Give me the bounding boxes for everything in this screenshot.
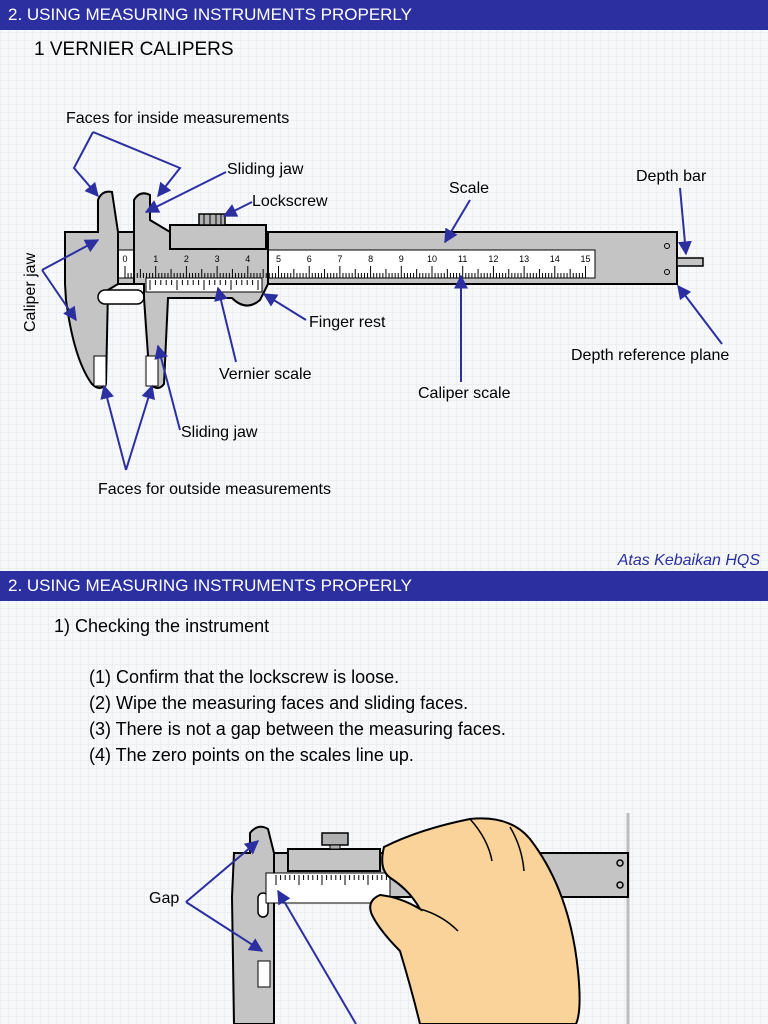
label-vernier-scale: Vernier scale xyxy=(219,366,312,383)
label-sliding-jaw-bottom: Sliding jaw xyxy=(181,424,258,441)
label-finger-rest: Finger rest xyxy=(309,314,386,331)
arrow-outside-face-right xyxy=(125,384,155,471)
arrow-depth-ref xyxy=(677,284,723,345)
scale-number: 9 xyxy=(399,254,404,264)
vernier-ticks xyxy=(149,280,259,290)
slide-checking-instrument: 2. USING MEASURING INSTRUMENTS PROPERLY … xyxy=(0,571,768,1024)
arrow-sliding-jaw-top xyxy=(144,171,227,213)
arrow-zero-line xyxy=(277,889,357,1024)
slide-header: 2. USING MEASURING INSTRUMENTS PROPERLY xyxy=(0,0,768,30)
hand-illustration xyxy=(369,817,581,1024)
scale-number: 2 xyxy=(184,254,189,264)
label-depth-reference-plane: Depth reference plane xyxy=(571,347,730,364)
depth-bar xyxy=(676,257,704,267)
fixed-jaw xyxy=(64,190,119,389)
label-faces-inside: Faces for inside measurements xyxy=(66,110,290,127)
scale-number: 1 xyxy=(153,254,158,264)
arrow-caliper-jaw-1 xyxy=(41,239,100,271)
scale-number: 11 xyxy=(458,254,467,264)
scale-number: 3 xyxy=(215,254,220,264)
arrow-caliper-jaw-2 xyxy=(41,269,77,322)
lockscrew xyxy=(321,832,349,846)
arrow-gap-bottom xyxy=(185,901,264,952)
main-scale-ticks xyxy=(124,266,586,278)
arrow-vernier-scale xyxy=(214,286,237,363)
credit-text: Atas Kebaikan HQS xyxy=(617,552,760,569)
arrow-gap-top xyxy=(185,840,260,903)
step-2: (2) Wipe the measuring faces and sliding… xyxy=(89,693,469,713)
label-lockscrew: Lockscrew xyxy=(252,193,328,210)
scale-number: 15 xyxy=(580,254,590,264)
scale-number: 0 xyxy=(122,254,127,264)
scale-number: 5 xyxy=(276,254,281,264)
scale-number: 13 xyxy=(519,254,529,264)
caliper-check-diagram xyxy=(185,813,630,1024)
arrow-scale xyxy=(444,199,471,244)
label-gap: Gap xyxy=(149,890,180,907)
scale-number: 4 xyxy=(245,254,250,264)
arrow-depth-bar xyxy=(677,187,692,256)
label-scale: Scale xyxy=(449,180,490,197)
arrow-finger-rest xyxy=(262,293,307,321)
label-faces-outside: Faces for outside measurements xyxy=(98,481,331,498)
slider-plate xyxy=(169,224,267,250)
scale-number: 6 xyxy=(307,254,312,264)
arrow-sliding-jaw-bottom xyxy=(154,344,181,431)
fixed-jaw xyxy=(230,825,275,1024)
slide-vernier-calipers: 2. USING MEASURING INSTRUMENTS PROPERLY … xyxy=(0,0,768,569)
label-depth-bar: Depth bar xyxy=(636,168,707,185)
slider-plate xyxy=(287,848,381,872)
step-4: (4) The zero points on the scales line u… xyxy=(89,745,414,765)
arrow-outside-face-left xyxy=(100,384,127,471)
arrow-inside-face-left xyxy=(72,131,99,198)
scale-number: 8 xyxy=(368,254,373,264)
step-3: (3) There is not a gap between the measu… xyxy=(89,719,506,739)
arrow-inside-face-right xyxy=(92,131,182,198)
scale-number: 10 xyxy=(427,254,437,264)
vernier-ticks xyxy=(275,875,387,885)
vernier-scale xyxy=(265,872,391,904)
scale-number: 7 xyxy=(337,254,342,264)
label-sliding-jaw-top: Sliding jaw xyxy=(227,161,304,178)
slide-subtitle: 1 VERNIER CALIPERS xyxy=(34,39,234,60)
scale-number: 12 xyxy=(488,254,498,264)
slide-header: 2. USING MEASURING INSTRUMENTS PROPERLY xyxy=(0,571,768,601)
label-caliper-scale: Caliper scale xyxy=(418,385,511,402)
label-caliper-jaw: Caliper jaw xyxy=(22,252,39,332)
lockscrew xyxy=(198,213,226,226)
scale-number: 14 xyxy=(550,254,560,264)
slide-subtitle: 1) Checking the instrument xyxy=(54,616,270,636)
arrow-lockscrew xyxy=(222,201,253,217)
step-1: (1) Confirm that the lockscrew is loose. xyxy=(89,667,400,687)
